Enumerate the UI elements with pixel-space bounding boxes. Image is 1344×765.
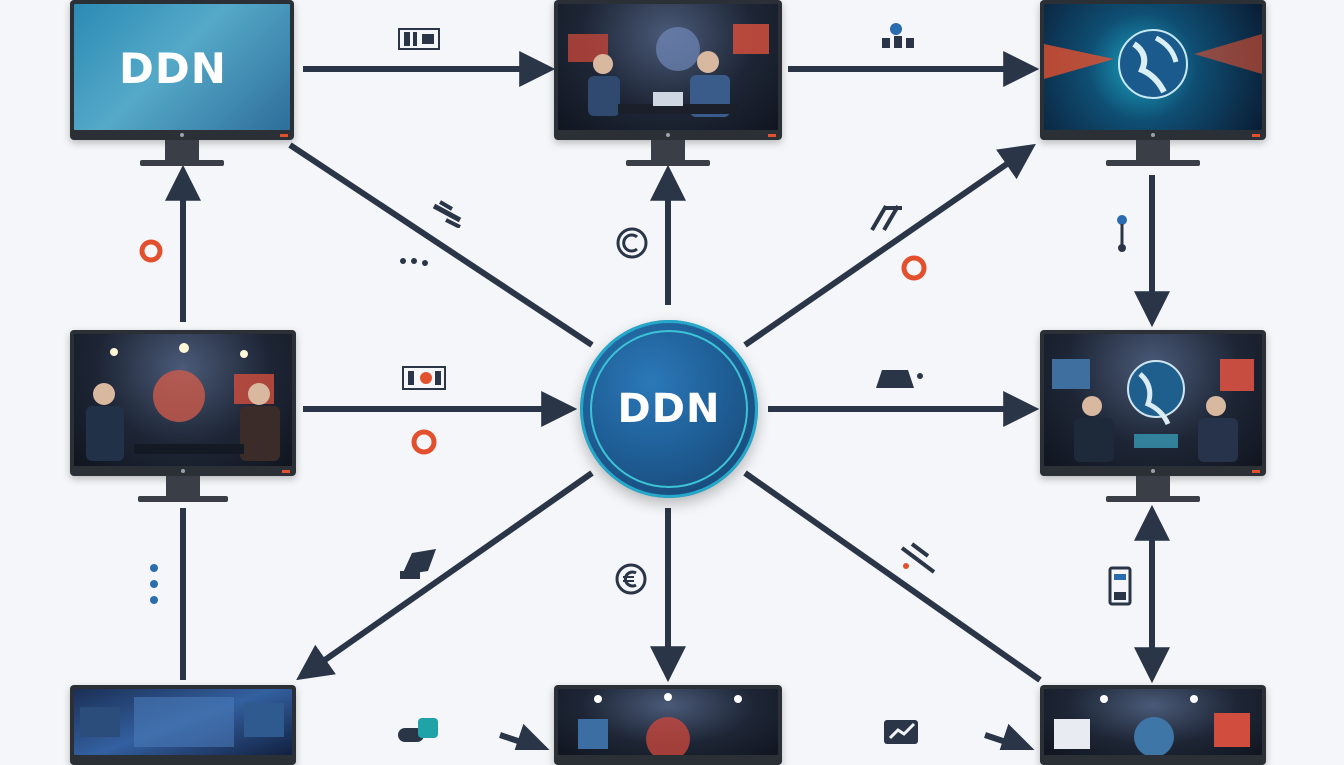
monitor-mid-right xyxy=(1040,330,1266,502)
line-topleft-to-hub xyxy=(288,142,594,348)
tape-icon xyxy=(402,366,446,390)
stage-lights-illustration xyxy=(578,693,742,755)
globe-illustration xyxy=(1044,29,1262,99)
monitor-top-right xyxy=(1040,0,1266,166)
pin-icon xyxy=(1117,215,1127,252)
monitor-logo-text: DDN xyxy=(119,44,227,93)
monitor-bottom-right xyxy=(1040,685,1266,765)
pencil-icon xyxy=(870,204,902,232)
euro-icon xyxy=(615,563,647,595)
arrow-hub-to-bottomleft xyxy=(296,470,594,681)
monitor-top-left: DDN xyxy=(70,0,294,166)
monitor-mid-left xyxy=(70,330,296,502)
monitor-bottom-left xyxy=(70,685,296,765)
arrow-bottomcenter-to-bottomright xyxy=(984,723,1037,750)
monitor-top-center xyxy=(554,0,782,166)
tools-icon xyxy=(900,542,936,574)
monitor-screen xyxy=(74,334,292,466)
battery-icon xyxy=(1108,566,1132,606)
copyright-icon xyxy=(616,227,648,259)
monitor-screen xyxy=(1044,4,1262,130)
ddn-hub: DDN xyxy=(580,320,758,498)
monitor-screen xyxy=(1044,689,1262,755)
red-circle-icon xyxy=(411,429,437,455)
slash-icon xyxy=(432,200,462,228)
monitor-screen xyxy=(1044,334,1262,466)
dots-icon xyxy=(150,564,158,604)
monitor-bottom-center xyxy=(554,685,782,765)
dots-icon xyxy=(400,258,428,266)
studio-set-illustration xyxy=(1054,695,1250,755)
monitor-screen xyxy=(558,689,778,755)
film-icon xyxy=(400,549,436,579)
stage-illustration xyxy=(80,697,284,747)
control-room-illustration xyxy=(1052,359,1254,462)
studio-meeting-illustration xyxy=(86,343,280,461)
toggle-icon xyxy=(398,718,438,742)
red-circle-icon xyxy=(139,239,163,263)
red-circle-icon xyxy=(901,255,927,281)
studio-workers-illustration xyxy=(568,24,769,117)
people-icon xyxy=(882,23,914,48)
line-hub-to-bottomright xyxy=(743,470,1042,683)
camera-icon xyxy=(876,370,923,388)
arrow-bottomleft-to-bottomcenter xyxy=(499,723,552,750)
monitor-screen xyxy=(74,689,292,755)
hub-label: DDN xyxy=(617,386,721,432)
monitor-screen xyxy=(558,4,778,130)
server-icon xyxy=(398,28,440,50)
arrow-hub-to-topright xyxy=(743,143,1036,348)
monitor-screen: DDN xyxy=(74,4,290,130)
chart-icon xyxy=(884,720,918,744)
